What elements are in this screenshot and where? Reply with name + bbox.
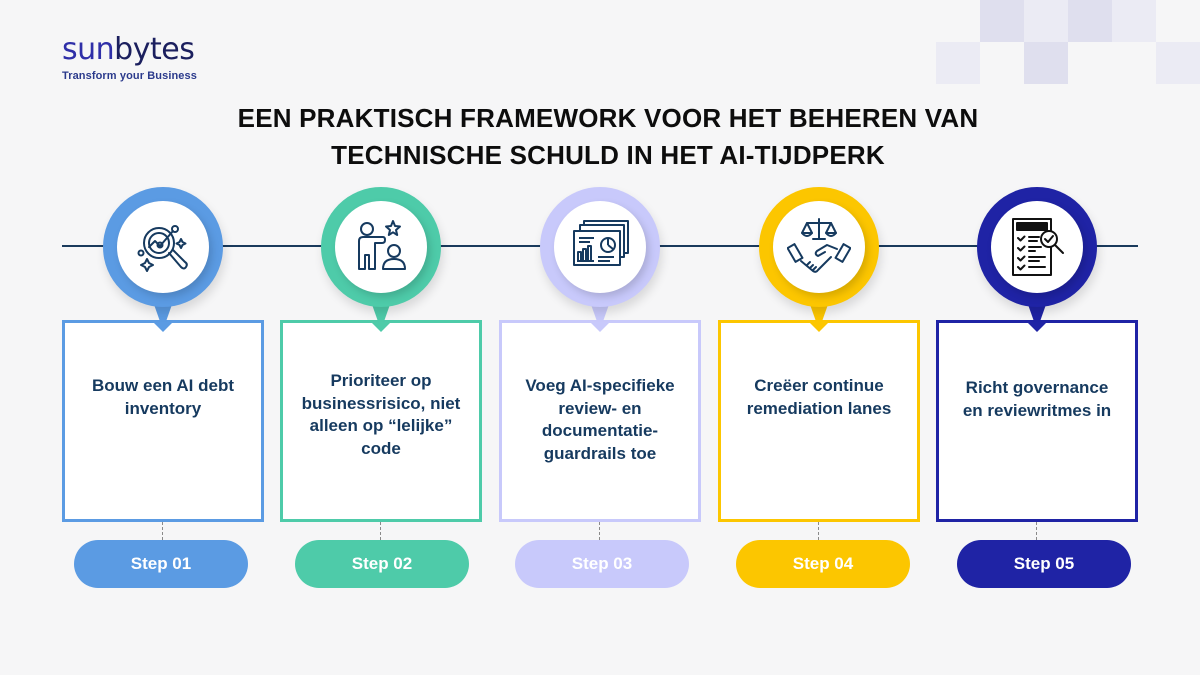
step-4-pin [759, 187, 879, 307]
step-5-label: Step 05 [957, 540, 1131, 588]
logo-wordmark: sunbytes [62, 34, 197, 66]
magnifier-analytics-icon [137, 225, 188, 272]
page-title: EEN PRAKTISCH FRAMEWORK VOOR HET BEHEREN… [150, 100, 1066, 174]
step-2: Prioriteer op businessrisico, niet allee… [280, 0, 482, 675]
step-1: Bouw een AI debt inventory Step 01 [62, 0, 264, 675]
logo-tagline: Transform your Business [62, 70, 197, 82]
decor-square [1156, 42, 1200, 84]
step-4: Creëer continue remediation lanes Step 0… [718, 0, 920, 675]
step-5-pin [977, 187, 1097, 307]
decor-square [1024, 42, 1068, 84]
brand-logo: sunbytes Transform your Business [62, 34, 197, 83]
step-3-pin [540, 187, 660, 307]
step-1-label: Step 01 [74, 540, 248, 588]
step-3: Voeg AI-specifieke review- en documentat… [499, 0, 701, 675]
step-4-text: Creëer continue remediation lanes [746, 376, 892, 418]
dashed-connector [1036, 522, 1037, 540]
step-1-text: Bouw een AI debt inventory [92, 376, 234, 418]
step-5-text: Richt governance en reviewritmes in [962, 378, 1112, 420]
step-1-card: Bouw een AI debt inventory [62, 320, 264, 522]
step-4-label: Step 04 [736, 540, 910, 588]
decor-square [1068, 0, 1112, 42]
decor-square [936, 42, 980, 84]
title-line-2: TECHNISCHE SCHULD IN HET AI-TIJDPERK [331, 140, 885, 170]
checklist-magnifier-icon [1012, 218, 1064, 276]
step-2-label: Step 02 [295, 540, 469, 588]
decor-square [1024, 0, 1068, 42]
step-1-pin [103, 187, 223, 307]
step-3-text: Voeg AI-specifieke review- en documentat… [525, 376, 675, 463]
decor-square [980, 0, 1024, 42]
step-2-card: Prioriteer op businessrisico, niet allee… [280, 320, 482, 522]
logo-word-bytes: bytes [114, 32, 195, 67]
step-4-card: Creëer continue remediation lanes [718, 320, 920, 522]
scales-handshake-icon [787, 218, 851, 273]
dashed-connector [599, 522, 600, 540]
person-presenting-star-icon [358, 220, 406, 270]
step-2-pin [321, 187, 441, 307]
step-3-card: Voeg AI-specifieke review- en documentat… [499, 320, 701, 522]
title-line-1: EEN PRAKTISCH FRAMEWORK VOOR HET BEHEREN… [237, 103, 979, 133]
step-5-card: Richt governance en reviewritmes in [936, 320, 1138, 522]
logo-word-sun: sun [62, 32, 115, 67]
step-3-label: Step 03 [515, 540, 689, 588]
dashboard-slides-icon [573, 220, 629, 266]
step-5: Richt governance en reviewritmes in Step… [936, 0, 1138, 675]
step-2-text: Prioriteer op businessrisico, niet allee… [301, 371, 461, 458]
dashed-connector [380, 522, 381, 540]
dashed-connector [162, 522, 163, 540]
decor-square [1112, 0, 1156, 42]
dashed-connector [818, 522, 819, 540]
